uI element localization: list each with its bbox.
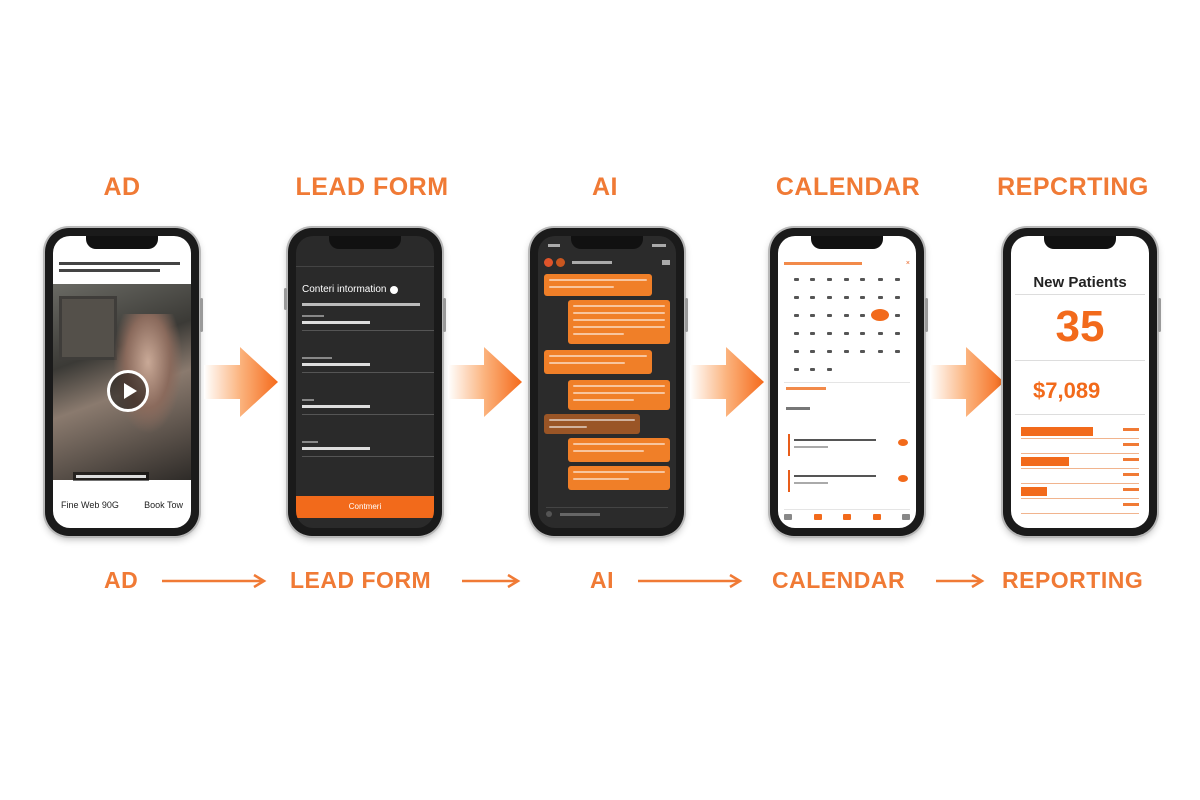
stage-title-ai: AI: [592, 173, 618, 201]
avatar: [556, 258, 565, 267]
new-patients-title: New Patients: [1033, 274, 1127, 291]
phone-ad: Fine Web 90G Book Tow: [45, 228, 203, 536]
revenue-bar-row: [1021, 424, 1139, 439]
phone-reporting: New Patients 35 $7,089: [1003, 228, 1161, 536]
lead-field-address[interactable]: [302, 438, 434, 457]
bottom-label-ai: AI: [590, 567, 614, 593]
selected-day[interactable]: [871, 309, 890, 321]
info-dot-icon: [390, 285, 399, 294]
stage-title-reporting: REPCRTING: [997, 173, 1149, 201]
chat-bubble: [568, 438, 670, 462]
close-icon[interactable]: ×: [905, 259, 910, 267]
revenue-bar-value: [1123, 427, 1139, 433]
revenue-bar: [1021, 427, 1093, 436]
revenue-bar-value: [1123, 457, 1139, 463]
ad-headline: [59, 252, 185, 272]
revenue-bar-row: [1021, 484, 1139, 499]
phone-ai: [530, 228, 688, 536]
phone-calendar: ×: [770, 228, 928, 536]
revenue-bar-value: [1123, 487, 1139, 493]
arrow-right-icon: [448, 347, 522, 417]
nav-add-icon[interactable]: [843, 514, 851, 520]
nav-settings-icon[interactable]: [902, 514, 910, 520]
ad-screen: Fine Web 90G Book Tow: [53, 236, 191, 528]
revenue-bar-row: [1021, 469, 1139, 484]
arrow-right-icon: [638, 573, 743, 589]
stage-title-lead-form: LEAD FORM: [295, 173, 449, 201]
bottom-label-ad: AD: [104, 567, 139, 593]
lead-form-title: Conteri intormation: [302, 284, 399, 295]
ad-video-caption: [73, 472, 149, 481]
status-badge: [898, 439, 908, 446]
calendar-grid: [788, 276, 906, 372]
calendar-screen: ×: [778, 236, 916, 528]
chat-bubble: [568, 380, 670, 410]
arrow-right-icon: [690, 347, 764, 417]
calendar-section-label: [786, 386, 826, 392]
appointment-item[interactable]: [788, 470, 908, 492]
status-bar: [548, 240, 666, 247]
revenue-amount: $7,089: [1033, 378, 1101, 403]
revenue-bar-row: [1021, 454, 1139, 469]
bottom-label-reporting: REPORTING: [1002, 567, 1144, 593]
ad-footer: Fine Web 90G Book Tow: [61, 500, 183, 510]
ad-video[interactable]: [53, 284, 191, 481]
ai-chat-header: [544, 258, 670, 267]
chat-bubble: [568, 300, 670, 344]
revenue-bar-value: [1123, 442, 1139, 448]
lead-field-phone[interactable]: [302, 354, 434, 373]
revenue-bar-value: [1123, 502, 1139, 508]
ad-footer-left[interactable]: Fine Web 90G: [61, 500, 119, 510]
revenue-bar-value: [1123, 472, 1139, 478]
menu-icon[interactable]: [662, 260, 670, 265]
nav-calendar-icon[interactable]: [813, 514, 822, 520]
arrow-right-icon: [936, 573, 985, 589]
chat-bubble: [544, 274, 652, 296]
bottom-label-calendar: CALENDAR: [772, 567, 906, 593]
revenue-bar-row: [1021, 439, 1139, 454]
lead-field-name[interactable]: [302, 312, 434, 331]
reporting-screen: New Patients 35 $7,089: [1011, 236, 1149, 528]
nav-home-icon[interactable]: [784, 514, 792, 520]
chat-bubble: [568, 466, 670, 490]
chat-input[interactable]: [546, 507, 668, 522]
lead-form-title-text: Conteri intormation: [302, 284, 387, 295]
revenue-bar: [1021, 457, 1069, 466]
lead-field-email[interactable]: [302, 396, 434, 415]
stage-title-ad: AD: [103, 173, 141, 201]
stage-title-calendar: CALENDAR: [775, 173, 921, 201]
new-patients-count: 35: [1055, 302, 1105, 351]
bottom-label-lead-form: LEAD FORM: [290, 567, 432, 593]
arrow-right-icon: [162, 573, 267, 589]
ai-chat-screen: [538, 236, 676, 528]
ad-book-button[interactable]: Book Tow: [144, 500, 183, 510]
phone-lead-form: Conteri intormation Contmeri: [284, 228, 446, 536]
status-badge: [898, 475, 908, 482]
chat-bubble: [544, 350, 652, 374]
attach-icon[interactable]: [546, 511, 552, 518]
lead-form-subtitle: [302, 300, 430, 306]
revenue-bar-row: [1021, 499, 1139, 514]
revenue-bar: [1021, 487, 1047, 496]
revenue-bar-list: [1021, 424, 1139, 514]
appointment-item[interactable]: [788, 434, 908, 456]
arrow-right-icon: [930, 347, 1004, 417]
calendar-header: ×: [784, 258, 910, 268]
lead-form-screen: Conteri intormation Contmeri: [296, 236, 434, 528]
nav-list-icon[interactable]: [872, 514, 881, 520]
avatar: [544, 258, 553, 267]
arrow-right-icon: [462, 573, 521, 589]
bottom-nav: [784, 509, 910, 524]
lead-form-submit-button[interactable]: Contmeri: [296, 496, 434, 518]
calendar-subsection: [786, 406, 810, 412]
play-icon[interactable]: [107, 370, 149, 412]
arrow-right-icon: [204, 347, 278, 417]
chat-bubble: [544, 414, 640, 434]
